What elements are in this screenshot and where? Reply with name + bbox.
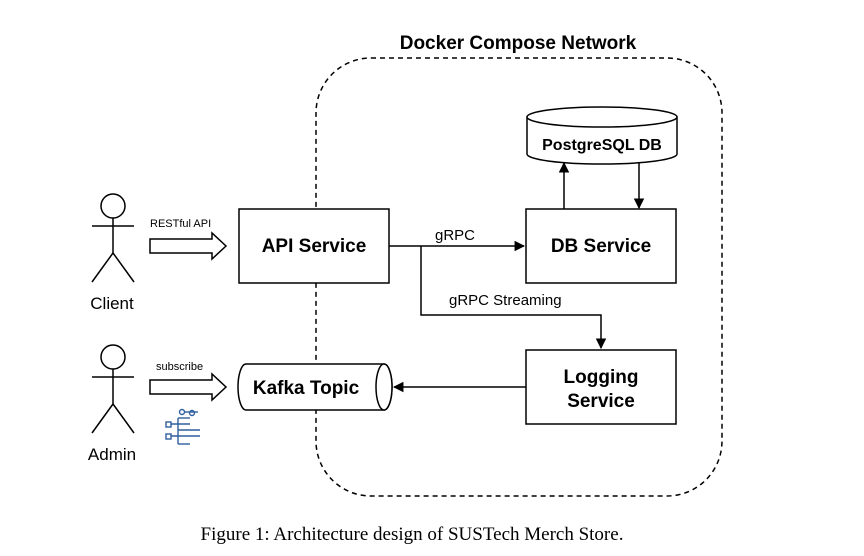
admin-actor-icon bbox=[91, 344, 135, 434]
restful-api-label: RESTful API bbox=[150, 218, 211, 230]
subscribe-arrow bbox=[149, 372, 228, 402]
grpc-streaming-label: gRPC Streaming bbox=[449, 292, 562, 309]
admin-label: Admin bbox=[88, 445, 136, 464]
db-service-box bbox=[525, 208, 677, 284]
subscribe-label: subscribe bbox=[156, 361, 203, 373]
logging-service-label-line2: Service bbox=[567, 391, 635, 412]
kafka-topic-cylinder bbox=[237, 363, 393, 411]
kafka-topic-label: Kafka Topic bbox=[253, 378, 360, 399]
restful-api-arrow bbox=[149, 231, 228, 261]
logging-service-box bbox=[525, 349, 677, 425]
figure-caption: Figure 1: Architecture design of SUSTech… bbox=[201, 524, 624, 545]
grpc-streaming-arrow bbox=[420, 246, 607, 350]
network-title: Docker Compose Network bbox=[400, 33, 637, 54]
client-label: Client bbox=[90, 294, 134, 313]
api-service-box bbox=[238, 208, 390, 284]
client-actor-icon bbox=[91, 193, 135, 283]
postgres-db-cylinder bbox=[526, 106, 678, 165]
network-tree-icon bbox=[165, 408, 200, 445]
db-service-label: DB Service bbox=[551, 236, 651, 257]
postgres-db-label: PostgreSQL DB bbox=[542, 137, 662, 154]
grpc-label: gRPC bbox=[435, 227, 475, 244]
logging-service-label-line1: Logging bbox=[564, 367, 639, 388]
api-service-label: API Service bbox=[262, 236, 367, 257]
